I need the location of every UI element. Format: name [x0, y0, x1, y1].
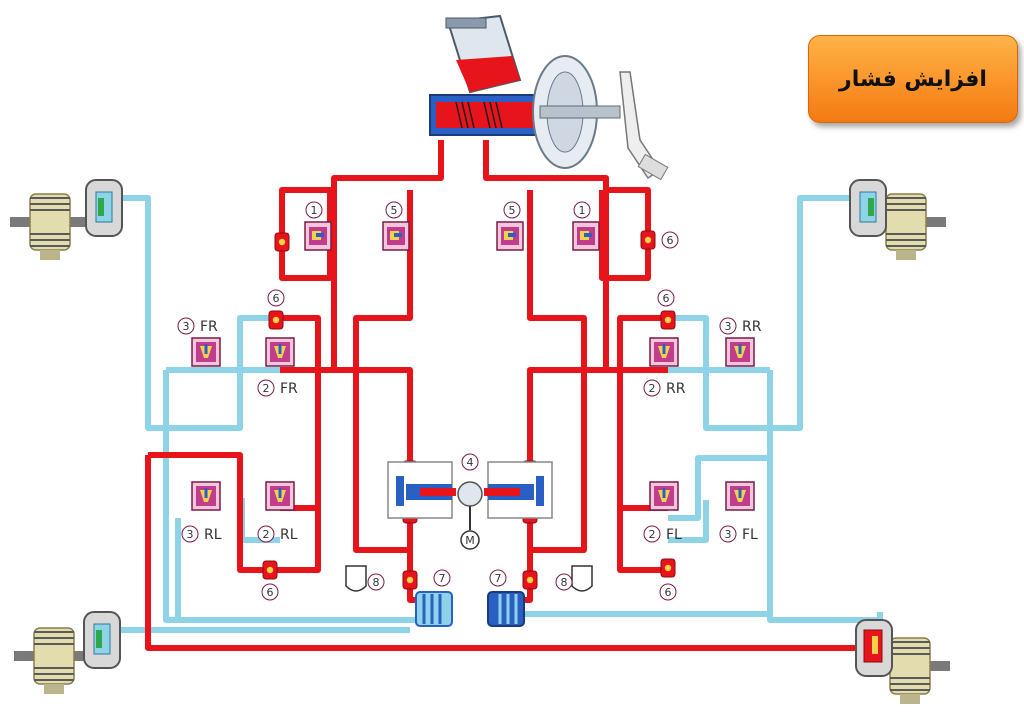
- label-6-fr: 6: [267, 289, 285, 307]
- label-2-fr: 2 FR: [257, 379, 298, 397]
- svg-text:6: 6: [267, 586, 274, 599]
- label-1-left: 1: [305, 201, 323, 219]
- return-lines: [110, 195, 883, 633]
- svg-text:2: 2: [263, 382, 270, 395]
- svg-text:8: 8: [561, 576, 568, 589]
- accumulators: [415, 591, 525, 627]
- svg-text:FL: FL: [742, 527, 758, 543]
- label-7-left: 7: [433, 569, 451, 587]
- label-3-fl: 3 FL: [719, 525, 758, 543]
- svg-text:8: 8: [373, 576, 380, 589]
- svg-text:RR: RR: [666, 381, 686, 397]
- svg-text:3: 3: [187, 528, 194, 541]
- title-badge: افزایش فشار: [808, 35, 1018, 123]
- label-6-fl: 6: [659, 583, 677, 601]
- svg-text:6: 6: [665, 586, 672, 599]
- svg-text:2: 2: [649, 382, 656, 395]
- wheel-rear-left: [13, 611, 121, 695]
- label-1-right: 1: [573, 201, 591, 219]
- valve-1-left: [304, 221, 332, 251]
- valve-2-fr: [265, 337, 295, 367]
- svg-text:FL: FL: [666, 527, 682, 543]
- svg-text:1: 1: [579, 204, 586, 217]
- valve-1-right: [572, 221, 600, 251]
- svg-text:5: 5: [391, 204, 398, 217]
- label-5-right: 5: [503, 201, 521, 219]
- label-4: 4: [461, 453, 479, 471]
- valve-5-right: [496, 221, 524, 251]
- valve-2-fl: [649, 481, 679, 511]
- label-motor: M: [465, 534, 475, 547]
- pressure-lines: [145, 140, 880, 651]
- svg-text:7: 7: [439, 572, 446, 585]
- label-6-rr: 6: [657, 289, 675, 307]
- title-text: افزایش فشار: [839, 66, 987, 92]
- svg-text:RR: RR: [742, 319, 762, 335]
- valve-3-rl: [191, 481, 221, 511]
- label-3-fr: 3 FR: [177, 317, 218, 335]
- svg-text:5: 5: [509, 204, 516, 217]
- label-6-top-right: 6: [661, 231, 679, 249]
- svg-text:4: 4: [467, 456, 474, 469]
- label-text: 1: [311, 204, 318, 217]
- master-cylinder: [429, 14, 541, 136]
- label-6-rl: 6: [261, 583, 279, 601]
- label-7-right: 7: [489, 569, 507, 587]
- label-2-rr: 2 RR: [643, 379, 686, 397]
- pump-unit: [387, 461, 553, 550]
- label-3-rr: 3 RR: [719, 317, 762, 335]
- svg-text:6: 6: [663, 292, 670, 305]
- label-5-left: 5: [385, 201, 403, 219]
- svg-text:RL: RL: [280, 527, 298, 543]
- wheel-front-left: [9, 179, 123, 261]
- svg-text:RL: RL: [204, 527, 222, 543]
- valve-2-rl: [265, 481, 295, 511]
- wheel-rear-right: [855, 619, 951, 705]
- svg-text:6: 6: [667, 234, 674, 247]
- brake-booster: [532, 55, 669, 181]
- svg-text:FR: FR: [200, 319, 218, 335]
- svg-text:7: 7: [495, 572, 502, 585]
- svg-text:2: 2: [263, 528, 270, 541]
- pressure-switches: [345, 565, 593, 592]
- svg-text:3: 3: [183, 320, 190, 333]
- valve-3-rr: [725, 337, 755, 367]
- valve-3-fr: [191, 337, 221, 367]
- svg-text:3: 3: [725, 528, 732, 541]
- label-8-right: 8: [555, 573, 573, 591]
- valve-5-left: [382, 221, 410, 251]
- label-8-left: 8: [367, 573, 385, 591]
- valve-3-fl: [725, 481, 755, 511]
- label-3-rl: 3 RL: [181, 525, 222, 543]
- svg-text:3: 3: [725, 320, 732, 333]
- svg-text:M: M: [465, 534, 475, 547]
- label-2-rl: 2 RL: [257, 525, 298, 543]
- svg-text:FR: FR: [280, 381, 298, 397]
- label-2-fl: 2 FL: [643, 525, 682, 543]
- wheel-front-right: [849, 179, 947, 261]
- svg-text:2: 2: [649, 528, 656, 541]
- valve-2-rr: [649, 337, 679, 367]
- svg-text:6: 6: [273, 292, 280, 305]
